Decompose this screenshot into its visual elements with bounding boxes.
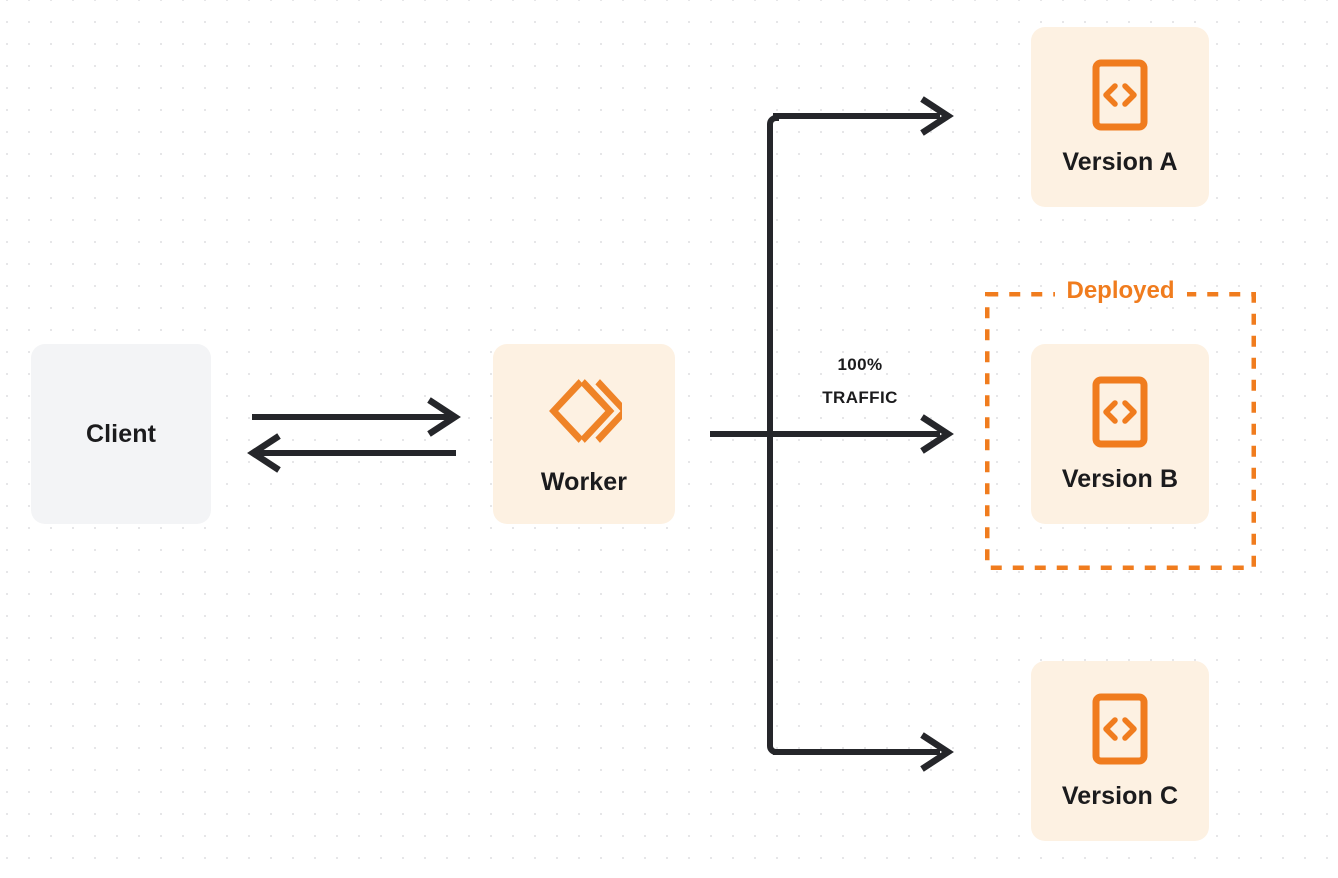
node-version-a-label: Version A (1062, 148, 1178, 176)
edge-trunk-to-version-c (773, 732, 954, 772)
node-worker-label: Worker (540, 468, 628, 496)
traffic-percent: 100% (837, 355, 883, 374)
code-file-icon (1092, 376, 1148, 448)
code-file-icon (1092, 693, 1148, 765)
code-file-icon (1092, 59, 1148, 131)
deployed-dashed-border (985, 292, 1256, 570)
node-version-a[interactable]: Version A (1031, 27, 1209, 207)
edge-worker-to-client (247, 433, 456, 473)
node-client-label: Client (85, 419, 157, 448)
node-version-c-label: Version C (1061, 782, 1179, 810)
edge-client-to-worker (252, 397, 461, 437)
cloudflare-workers-logo-icon (546, 373, 622, 449)
traffic-label: 100% TRAFFIC (785, 348, 935, 414)
routing-trunk (767, 115, 779, 755)
deployed-label: Deployed (1054, 279, 1187, 303)
node-version-b-label: Version B (1061, 465, 1179, 493)
node-version-c[interactable]: Version C (1031, 661, 1209, 841)
node-version-b[interactable]: Version B (1031, 344, 1209, 524)
node-worker[interactable]: Worker (493, 344, 675, 524)
node-client[interactable]: Client (31, 344, 211, 524)
edge-trunk-to-version-a (773, 96, 954, 136)
deployed-group: Deployed (985, 279, 1256, 570)
traffic-unit: TRAFFIC (822, 388, 898, 407)
edge-trunk-to-version-b (773, 414, 954, 454)
